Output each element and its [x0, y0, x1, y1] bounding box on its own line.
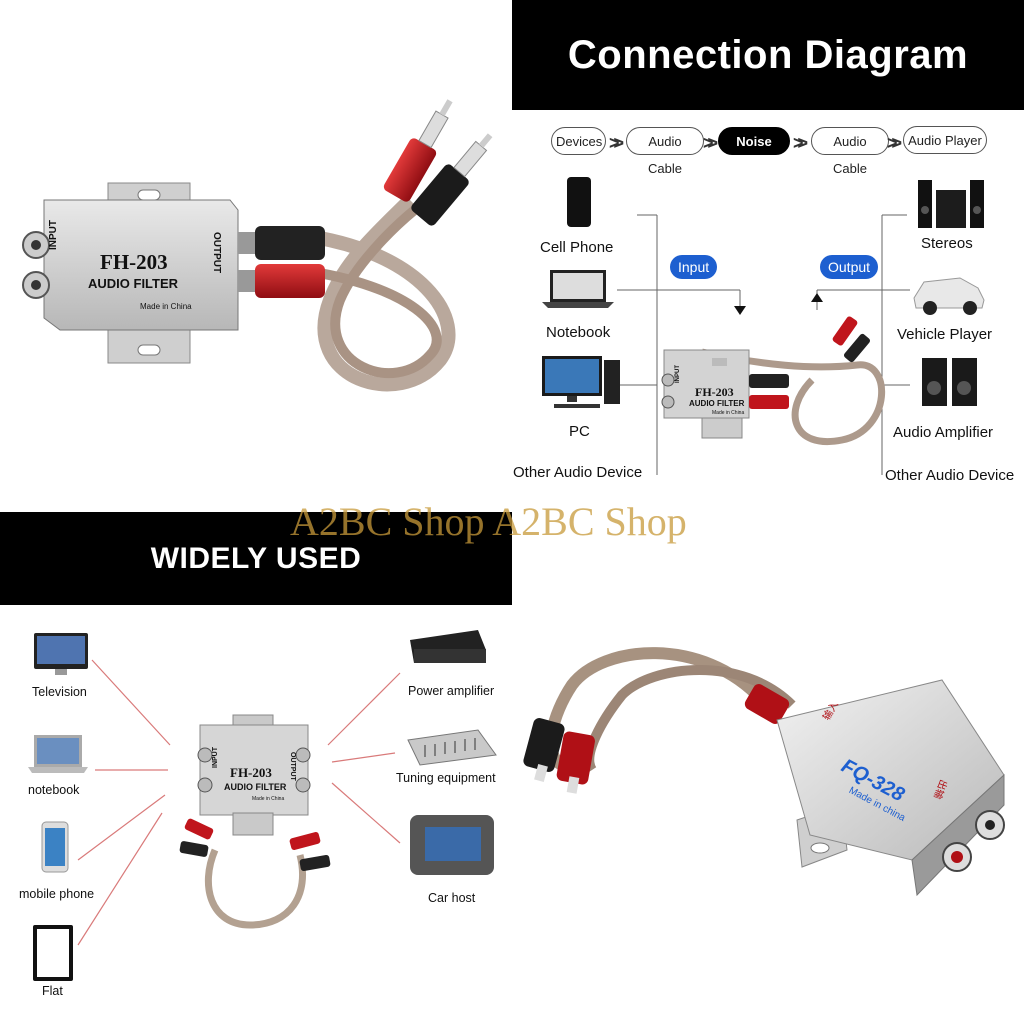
right-device-audio-amplifier: Audio Amplifier [893, 424, 994, 441]
flow-step-audio-cable-1: Audio Cable [626, 127, 704, 176]
left-device-pc: PC [569, 423, 590, 440]
right-device-vehicle-player: Vehicle Player [897, 326, 993, 343]
fh203-device-illustration [22, 99, 493, 392]
notebook-icon [542, 270, 614, 308]
small-filter-input-label: INPUT [675, 365, 681, 383]
arrow-up-icon [811, 293, 823, 302]
flow-step-devices: Devices [551, 127, 606, 155]
widely-used-title-bar: WIDELY USED [0, 512, 512, 605]
use-television: Television [32, 685, 87, 699]
fh203-model-label: FH-203 [100, 250, 168, 274]
use-flat: Flat [42, 984, 63, 998]
fh203-output-label: OUTPUT [211, 232, 222, 274]
use-notebook: notebook [28, 783, 80, 797]
fq328-device-illustration [523, 647, 1005, 897]
arrow-down-icon [734, 306, 746, 315]
flow-step-audio-player: Audio Player [903, 126, 987, 154]
small-filter-device-illustration [661, 316, 886, 445]
widely-used-diagram [28, 630, 497, 981]
output-tag: Output [820, 255, 879, 279]
left-device-other: Other Audio Device [513, 464, 643, 481]
car-icon [913, 277, 985, 315]
use-car-host: Car host [428, 891, 476, 905]
power-amplifier-icon [410, 630, 486, 663]
fh203-made-in-label: Made in China [140, 302, 192, 311]
widely-used-filter-device-illustration [179, 714, 331, 929]
small-filter-model-label: FH-203 [695, 385, 734, 399]
widely-used-filter-output-label: OUTPUT [289, 752, 296, 781]
product-photo-fh203: FH-203 AUDIO FILTER Made in China INPUT … [0, 0, 512, 512]
small-filter-made-in-label: Made in China [712, 410, 745, 416]
widely-used-filter-model-label: FH-203 [230, 765, 272, 780]
amplifier-speakers-icon [922, 358, 977, 406]
fh203-subtitle-label: AUDIO FILTER [88, 276, 179, 291]
television-icon [34, 633, 88, 675]
right-device-other: Other Audio Device [885, 467, 1015, 484]
use-power-amplifier: Power amplifier [408, 684, 495, 698]
flow-step-noise-filter: Noise Filter [718, 127, 790, 176]
shop-watermark: A2BC Shop A2BC Shop [290, 499, 687, 544]
right-device-stereos: Stereos [921, 235, 973, 252]
flow-step-audio-cable-2: Audio Cable [811, 127, 889, 176]
car-head-unit-icon [410, 815, 494, 875]
small-filter-subtitle-label: AUDIO FILTER [689, 399, 745, 408]
use-tuning-equipment: Tuning equipment [396, 771, 496, 785]
widely-used-filter-input-label: INPUT [212, 747, 219, 768]
use-mobile-phone: mobile phone [19, 887, 95, 901]
widely-used-filter-subtitle-label: AUDIO FILTER [224, 782, 287, 792]
connection-diagram-lines [542, 177, 985, 475]
fh203-input-label: INPUT [48, 220, 59, 250]
widely-used-filter-made-in-label: Made in China [252, 796, 285, 802]
mobile-phone-icon [41, 821, 69, 873]
mixing-console-icon [407, 729, 497, 766]
connection-diagram-title: Connection Diagram [567, 32, 969, 77]
notebook-icon [28, 735, 88, 773]
pc-icon [542, 356, 620, 408]
stereo-speakers-icon [918, 180, 984, 228]
product-photo-fq328: FQ-328 Made in china 输入 出输 [512, 605, 1024, 1024]
input-tag: Input [670, 255, 718, 279]
connection-diagram-title-bar: Connection Diagram [512, 0, 1024, 110]
left-device-notebook: Notebook [546, 324, 611, 341]
cell-phone-icon [567, 177, 591, 227]
tablet-icon [33, 925, 73, 981]
widely-used-title: WIDELY USED [150, 541, 362, 575]
left-device-cell-phone: Cell Phone [540, 239, 614, 256]
